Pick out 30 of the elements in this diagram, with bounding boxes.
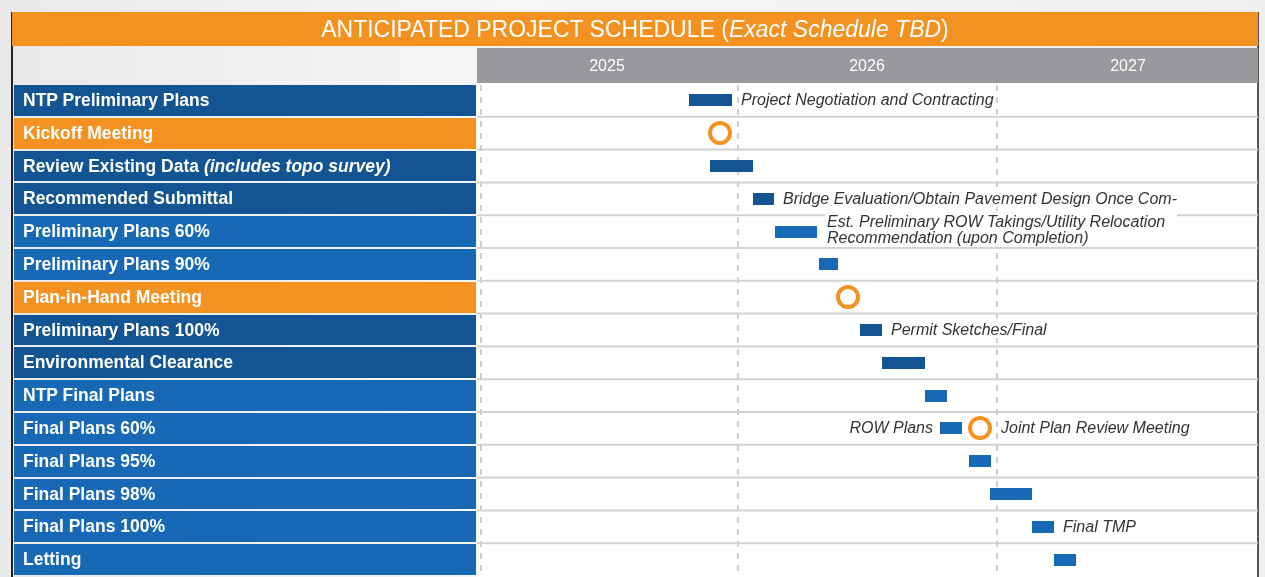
year-label: 2025 [588,57,626,75]
task-label: Preliminary Plans 100% [14,314,476,346]
bar-annotation: Est. Preliminary ROW Takings/Utility Relocation Recommendation (upon Completion) [825,213,1177,246]
task-label: Letting [14,544,476,575]
bar-annotation: Joint Plan Review Meeting [999,419,1192,437]
schedule-bar [940,422,962,435]
bar-annotation: Permit Sketches/Final [889,321,1049,338]
schedule-bar [819,258,838,271]
year-label: 2026 [848,57,886,75]
task-label: Preliminary Plans 60% [14,216,476,247]
task-label: NTP Final Plans [14,380,476,411]
task-label: Final Plans 100% [14,511,476,543]
bar-annotation: Project Negotiation and Contracting [739,91,996,109]
title-banner: ANTICIPATED PROJECT SCHEDULE (Exact Schedule TBD) [12,12,1258,46]
task-label: Final Plans 98% [14,478,476,510]
task-label: Recommended Submittal [14,183,476,215]
task-label: Preliminary Plans 90% [14,249,476,280]
schedule-bar [969,455,991,468]
task-label: Final Plans 60% [14,413,476,444]
task-label: Kickoff Meeting [14,117,476,149]
task-label: Final Plans 95% [14,445,476,477]
schedule-bar [860,324,882,336]
schedule-bar [710,160,753,172]
task-label: Environmental Clearance [14,347,476,379]
schedule-bar [689,94,732,107]
year-label: 2027 [1109,57,1147,75]
task-label: Review Existing Data (includes topo survey) [14,150,476,182]
schedule-bar [990,488,1032,500]
task-label: NTP Preliminary Plans [14,85,476,116]
task-label: Plan-in-Hand Meeting [14,281,476,313]
